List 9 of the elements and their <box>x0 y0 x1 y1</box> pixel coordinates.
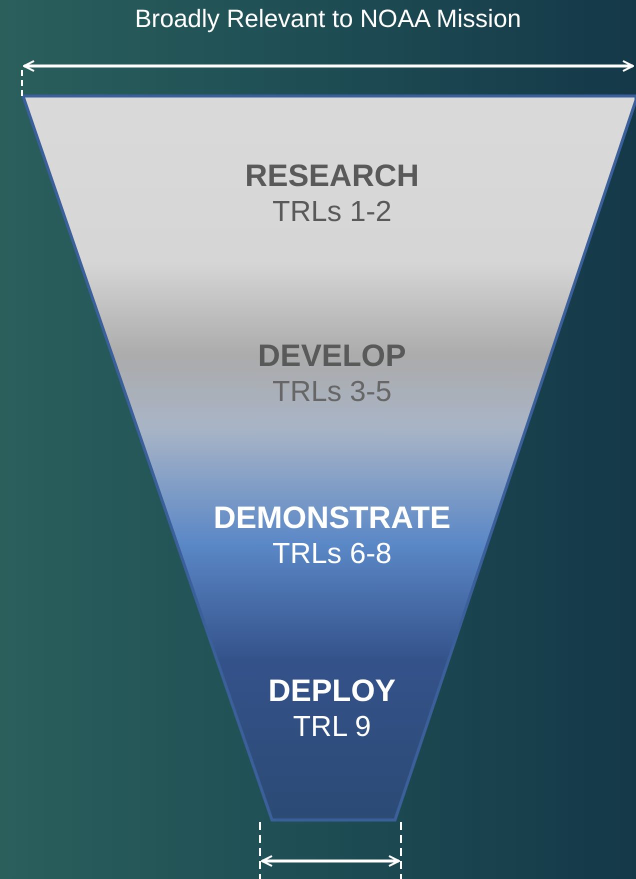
stage-heading: DEMONSTRATE <box>213 500 451 536</box>
stage-heading: RESEARCH <box>245 158 419 194</box>
dimension-label: Broadly Relevant to NOAA Mission <box>134 5 522 33</box>
stage-heading: DEPLOY <box>268 673 396 709</box>
stage-heading: DEVELOP <box>258 338 406 374</box>
trl-label: TRLs 3-5 <box>272 375 392 410</box>
trl-label: TRLs 1-2 <box>272 195 392 230</box>
trl-label: TRL 9 <box>293 710 371 745</box>
trl-label: TRLs 6-8 <box>272 537 392 572</box>
